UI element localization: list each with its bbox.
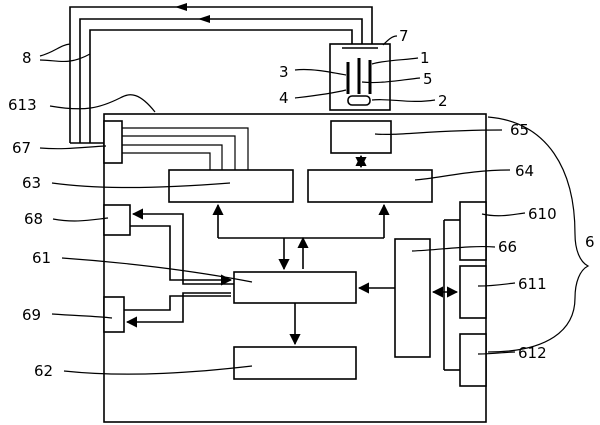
label-5: 5 xyxy=(423,70,433,88)
label-63: 63 xyxy=(22,174,41,192)
wire-67-63-c xyxy=(122,144,223,170)
label-1: 1 xyxy=(420,49,430,67)
leader-63 xyxy=(51,182,231,189)
block-62 xyxy=(233,346,357,380)
label-6: 6 xyxy=(585,233,595,251)
leader-611 xyxy=(477,282,516,287)
block-66 xyxy=(394,238,431,358)
cable-arrow-2 xyxy=(198,15,210,23)
leader-613 xyxy=(49,94,156,113)
label-4: 4 xyxy=(279,89,289,107)
leader-612 xyxy=(477,351,516,355)
leader-68 xyxy=(52,217,109,222)
link-61-69 xyxy=(125,292,231,328)
leader-62 xyxy=(63,365,253,375)
block-65 xyxy=(330,120,392,154)
cable-outer xyxy=(69,6,373,143)
block-611 xyxy=(459,265,487,319)
block-61 xyxy=(233,271,357,304)
leader-5 xyxy=(361,77,421,84)
link-61-68 xyxy=(131,208,234,285)
label-69: 69 xyxy=(22,306,41,324)
cable-arrow-1 xyxy=(175,3,187,11)
leader-7 xyxy=(382,35,398,46)
label-611: 611 xyxy=(518,275,547,293)
label-64: 64 xyxy=(515,162,534,180)
block-612 xyxy=(459,333,487,387)
label-612: 612 xyxy=(518,344,547,362)
label-65: 65 xyxy=(510,121,529,139)
label-7: 7 xyxy=(399,27,409,45)
block-64 xyxy=(307,169,433,203)
wire-67-63-a xyxy=(122,127,249,170)
label-66: 66 xyxy=(498,238,517,256)
leader-8-b xyxy=(39,53,91,63)
block-69 xyxy=(103,296,125,333)
leader-67 xyxy=(39,145,107,150)
wire-67-63-d xyxy=(122,152,211,170)
leader-61 xyxy=(61,257,253,283)
label-67: 67 xyxy=(12,139,31,157)
leader-2 xyxy=(371,99,436,102)
leader-65 xyxy=(374,129,503,135)
sensor-element-2 xyxy=(347,95,371,106)
block-67 xyxy=(103,120,123,164)
label-2: 2 xyxy=(438,92,448,110)
cable-middle xyxy=(79,18,363,143)
wire-67-63-b xyxy=(122,135,236,170)
label-62: 62 xyxy=(34,362,53,380)
leader-66 xyxy=(411,245,496,252)
leader-610 xyxy=(481,212,526,217)
label-68: 68 xyxy=(24,210,43,228)
brace-6 xyxy=(487,116,590,353)
label-610: 610 xyxy=(528,205,557,223)
link-68-61 xyxy=(130,225,233,286)
label-613: 613 xyxy=(8,96,37,114)
block-68 xyxy=(103,204,131,236)
block-610 xyxy=(459,201,487,261)
leader-69 xyxy=(51,313,113,319)
label-8: 8 xyxy=(22,49,32,67)
leader-4 xyxy=(294,89,347,99)
leader-64 xyxy=(414,169,511,181)
leader-1 xyxy=(371,57,419,65)
cable-inner xyxy=(89,29,353,143)
link-69-61 xyxy=(124,295,231,311)
label-61: 61 xyxy=(32,249,51,267)
label-3: 3 xyxy=(279,63,289,81)
leader-8-a xyxy=(39,43,71,57)
leader-3 xyxy=(294,68,347,76)
